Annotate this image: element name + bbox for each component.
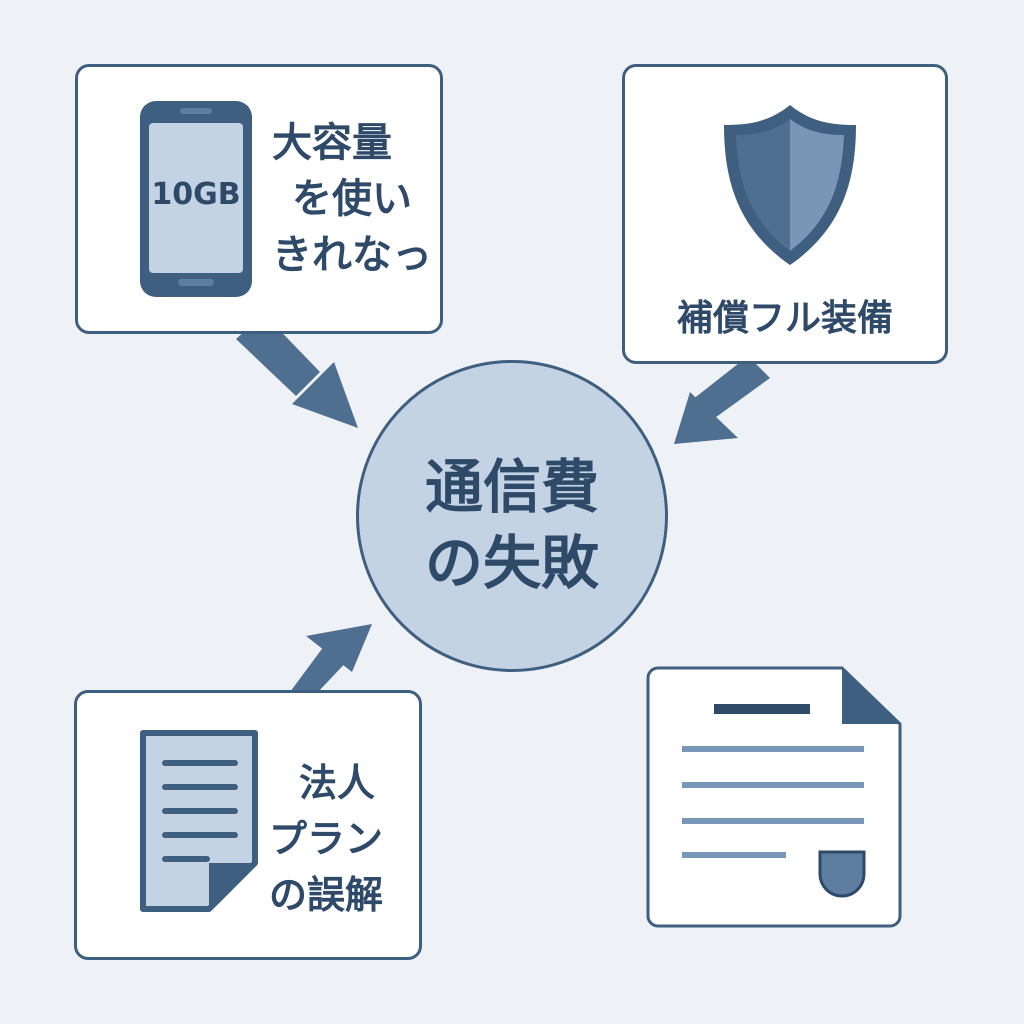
phone-screen-text: 10GB: [151, 177, 241, 212]
corporate-plan-label: 法人 プラン の誤解: [269, 755, 383, 923]
hub-line-2: の失敗: [424, 529, 599, 597]
large-data-line-2: を使い: [292, 176, 412, 222]
large-data-line-1: 大容量: [272, 120, 392, 166]
arrow-shield-to-hub: [674, 356, 770, 444]
full-coverage-label: 補償フル装備: [676, 298, 893, 339]
corporate-plan-line-3: の誤解: [269, 873, 384, 917]
hub-label: 通信費 の失敗: [359, 449, 665, 601]
hub-telecom-cost-failure: 通信費 の失敗: [356, 360, 668, 672]
large-data-label: 大容量 を使い きれなっ: [272, 115, 432, 283]
card-full-coverage: 補償フル装備: [622, 64, 948, 364]
hub-line-1: 通信費: [424, 453, 599, 521]
corporate-plan-line-1: 法人: [299, 761, 376, 805]
card-contract: [646, 666, 902, 930]
card-corporate-plan: 法人 プラン の誤解: [74, 690, 422, 960]
shield-icon: [724, 105, 856, 265]
contract-document-icon: [646, 666, 902, 928]
card-large-data: 10GB 大容量 を使い きれなっ: [75, 64, 443, 334]
large-data-line-3: きれなっ: [272, 232, 432, 278]
arrow-phone-to-hub: [236, 314, 358, 428]
smartphone-icon: [140, 101, 252, 297]
arrow-plan-to-hub: [290, 624, 372, 692]
document-icon: [140, 730, 258, 912]
corporate-plan-line-2: プラン: [269, 817, 384, 861]
